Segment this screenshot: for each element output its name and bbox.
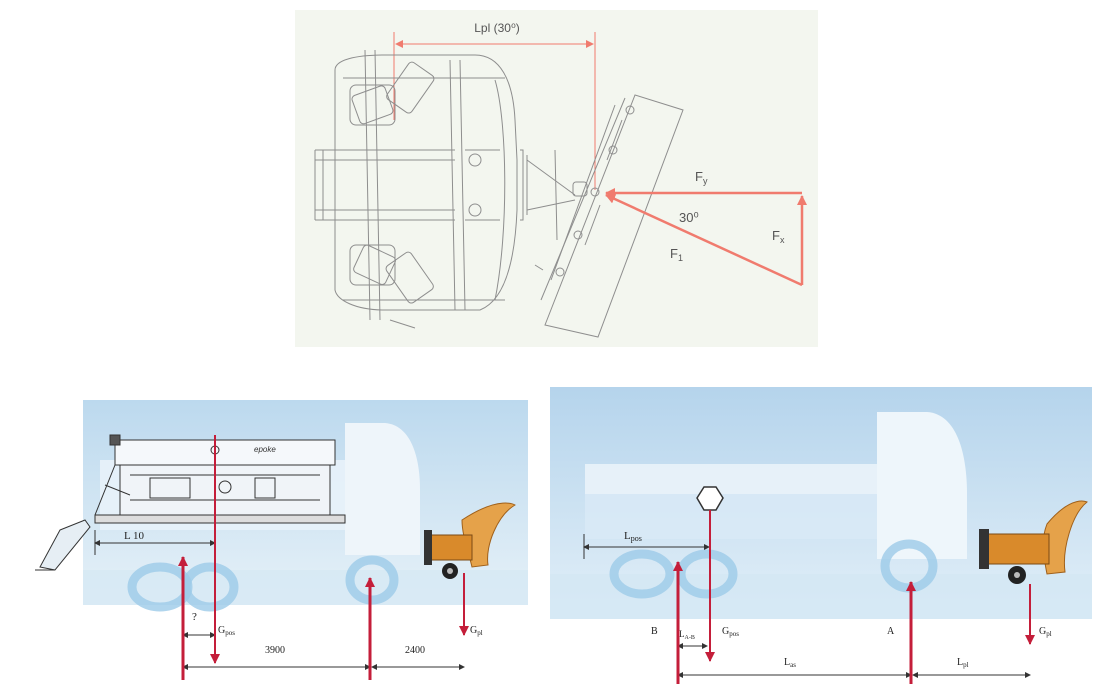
fx-label: Fx bbox=[772, 228, 785, 245]
spreader-truck-figure: epoke L 10 ? 3900 2400 Gpo bbox=[0, 395, 530, 686]
angle-label: 30⁰ bbox=[679, 210, 699, 225]
center-of-gravity-marker bbox=[696, 486, 724, 511]
fy-label: Fy bbox=[695, 169, 708, 186]
l10-label: L 10 bbox=[124, 530, 145, 542]
top-view-figure: Lpl (30⁰) bbox=[295, 10, 818, 347]
left-force-arrows: Gpos Gpl bbox=[178, 435, 483, 680]
question-label: ? bbox=[192, 611, 197, 623]
ground-band bbox=[83, 570, 528, 605]
f1-label: F1 bbox=[670, 246, 683, 263]
gpos-label-left: Gpos bbox=[218, 625, 235, 637]
lpos-dimension: Lpos bbox=[583, 530, 710, 559]
gpl-label-left: Gpl bbox=[470, 625, 483, 637]
plow-side-left bbox=[424, 502, 516, 579]
lpl-dimension-label: Lpl (30⁰) bbox=[474, 21, 520, 35]
lab-label: LA-B bbox=[679, 629, 695, 641]
plow-blade-top bbox=[540, 94, 684, 338]
dim-2400-label: 2400 bbox=[405, 645, 425, 656]
right-force-arrows: Gpos Gpl bbox=[673, 510, 1052, 684]
force-triangle: Fy 30⁰ Fx F1 bbox=[605, 169, 807, 287]
las-label: Las bbox=[784, 657, 796, 669]
point-a-label: A bbox=[887, 626, 895, 637]
spreader-brand-mark: epoke bbox=[254, 445, 276, 454]
top-view-svg: Lpl (30⁰) bbox=[314, 21, 807, 338]
simplified-truck-svg: Lpos Las Lpl LA-B B A Gpos Gpl bbox=[550, 387, 1092, 684]
left-dimensions: L 10 ? 3900 2400 bbox=[94, 530, 465, 670]
gpos-label-right: Gpos bbox=[722, 626, 739, 638]
truck-silhouette-right bbox=[585, 412, 967, 599]
plow-side-right bbox=[979, 500, 1088, 584]
lpl-label-right: Lpl bbox=[957, 657, 969, 669]
point-b-label: B bbox=[651, 626, 658, 637]
lpos-label: Lpos bbox=[624, 530, 642, 543]
simplified-truck-figure: Lpos Las Lpl LA-B B A Gpos Gpl bbox=[547, 384, 1095, 686]
gpl-label-right: Gpl bbox=[1039, 626, 1052, 638]
spreader-truck-svg: epoke L 10 ? 3900 2400 Gpo bbox=[35, 400, 528, 680]
dim-3900-label: 3900 bbox=[265, 645, 285, 656]
lpl-dimension: Lpl (30⁰) bbox=[393, 21, 596, 190]
spreader-drawing bbox=[35, 434, 346, 571]
vehicle-top-outline bbox=[314, 49, 588, 329]
right-dimensions: Las Lpl LA-B B A bbox=[651, 626, 1031, 678]
